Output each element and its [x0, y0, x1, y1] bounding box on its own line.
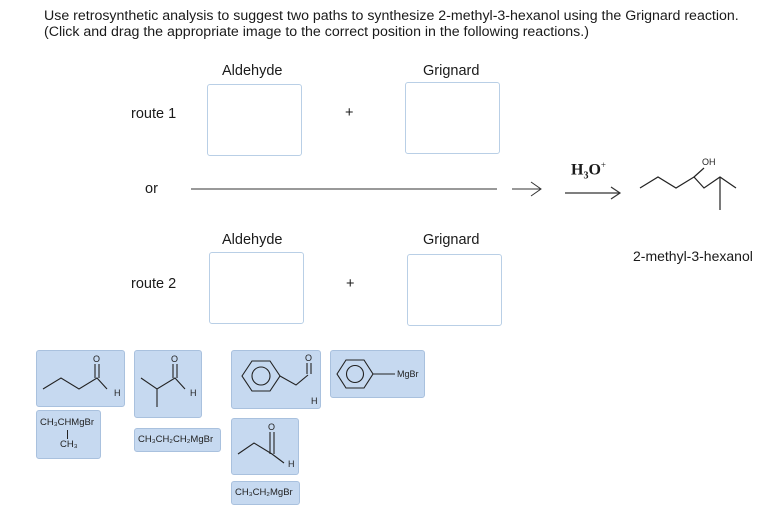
benzaldehyde-tile[interactable]: O H	[231, 350, 321, 409]
isopropyl-formula-line2: CH₃	[60, 439, 78, 450]
svg-text:O: O	[93, 354, 100, 364]
route-1-aldehyde-dropzone[interactable]	[207, 84, 302, 156]
reaction-arrow	[565, 186, 622, 200]
isobutyraldehyde-structure: O H	[140, 354, 197, 407]
product-name: 2-methyl-3-hexanol	[633, 248, 753, 264]
svg-text:O: O	[171, 354, 178, 364]
propyl-formula: CH₃CH₂CH₂MgBr	[138, 434, 214, 445]
svg-text:O: O	[268, 422, 275, 432]
isopropyl-formula-line1: CH₃CHMgBr	[40, 417, 95, 428]
svg-text:H: H	[190, 388, 197, 398]
route-2-plus: +	[346, 276, 355, 292]
svg-text:H: H	[311, 396, 318, 406]
propanal-tile[interactable]: O H	[231, 418, 299, 475]
svg-text:O: O	[305, 353, 312, 363]
ethyl-formula: CH₃CH₂MgBr	[235, 487, 293, 498]
or-label: or	[145, 181, 158, 197]
ethylmagnesium-bromide-tile[interactable]: CH₃CH₂MgBr	[231, 481, 300, 505]
isobutyraldehyde-tile[interactable]: O H	[134, 350, 202, 418]
route-2-grignard-dropzone[interactable]	[407, 254, 502, 326]
reaction-line	[191, 181, 542, 197]
route-1-label: route 1	[131, 106, 177, 122]
route-1-plus: +	[345, 105, 354, 121]
isopropyl-bond	[67, 430, 68, 439]
product-structure: OH	[639, 157, 737, 210]
svg-text:MgBr: MgBr	[397, 369, 419, 379]
isopropylmagnesium-bromide-tile[interactable]: CH₃CHMgBr CH₃	[36, 410, 101, 459]
route-1-aldehyde-header: Aldehyde	[222, 63, 283, 79]
route-2-label: route 2	[131, 276, 177, 292]
phenylmagnesium-bromide-structure: MgBr	[336, 359, 419, 389]
route-2-grignard-header: Grignard	[423, 232, 480, 248]
route-2-aldehyde-dropzone[interactable]	[209, 252, 304, 324]
route-2-aldehyde-header: Aldehyde	[222, 232, 283, 248]
propanal-structure: O H	[237, 422, 295, 469]
svg-text:H: H	[114, 388, 121, 398]
butanal-structure: O H	[42, 354, 121, 398]
instructions-text: Use retrosynthetic analysis to suggest t…	[44, 8, 739, 40]
svg-text:H: H	[288, 459, 295, 469]
butanal-tile[interactable]: O H	[36, 350, 125, 407]
product-oh-label: OH	[702, 157, 716, 167]
phenylmagnesium-bromide-tile[interactable]: MgBr	[330, 350, 425, 398]
benzaldehyde-structure: O H	[241, 353, 318, 406]
route-1-grignard-header: Grignard	[423, 63, 480, 79]
propylmagnesium-bromide-tile[interactable]: CH₃CH₂CH₂MgBr	[134, 428, 221, 452]
route-1-grignard-dropzone[interactable]	[405, 82, 500, 154]
reagent-label: H3O+	[571, 160, 606, 182]
